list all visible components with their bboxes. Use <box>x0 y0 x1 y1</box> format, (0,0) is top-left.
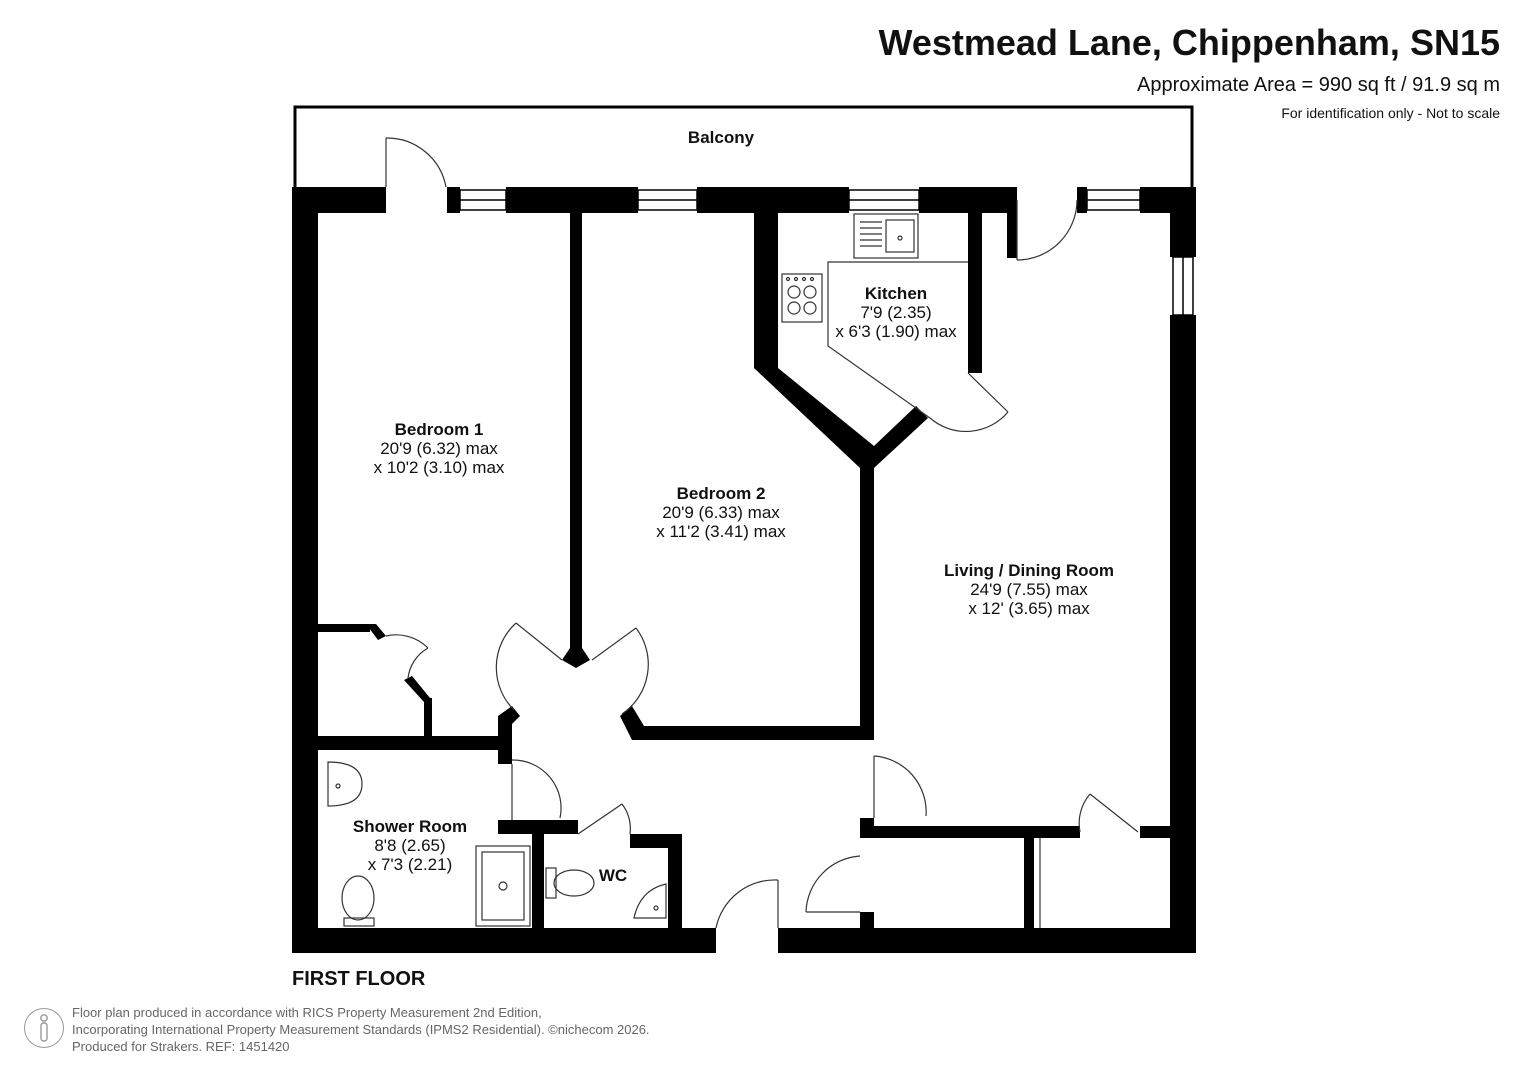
toilet-icon <box>341 875 375 927</box>
room-dim-length: 20'9 (6.33) max <box>662 503 780 522</box>
room-dim-width: x 10'2 (3.10) max <box>373 458 505 477</box>
room-dim-length: 20'9 (6.32) max <box>380 439 498 458</box>
scale-note: For identification only - Not to scale <box>1281 105 1500 121</box>
wc-basin-icon <box>633 883 667 919</box>
room-name: Bedroom 1 <box>394 420 484 439</box>
room-bedroom-2: Bedroom 2 20'9 (6.33) max x 11'2 (3.41) … <box>656 484 786 541</box>
room-dim-width: x 12' (3.65) max <box>968 599 1090 618</box>
sink-icon <box>853 213 919 259</box>
room-dim-width: x 11'2 (3.41) max <box>656 522 786 541</box>
door-swings <box>385 137 1139 929</box>
room-dim-width: x 7'3 (2.21) <box>367 855 453 874</box>
room-wc: WC <box>599 866 627 885</box>
room-bedroom-1: Bedroom 1 20'9 (6.32) max x 10'2 (3.10) … <box>374 420 505 477</box>
page-title: Westmead Lane, Chippenham, SN15 <box>878 22 1501 63</box>
approximate-area: Approximate Area = 990 sq ft / 91.9 sq m <box>1137 74 1500 96</box>
room-balcony: Balcony <box>688 128 754 147</box>
footer-notice: Floor plan produced in accordance with R… <box>72 1004 650 1055</box>
room-living-dining: Living / Dining Room 24'9 (7.55) max x 1… <box>944 561 1114 618</box>
room-name: Bedroom 2 <box>676 484 766 503</box>
hob-icon <box>781 273 823 323</box>
windows <box>459 189 1194 316</box>
room-name: Shower Room <box>352 817 468 836</box>
internal-walls <box>318 213 1170 928</box>
room-name: Living / Dining Room <box>944 561 1114 580</box>
room-dim-length: 7'9 (2.35) <box>860 303 932 322</box>
footer-line-2: Incorporating International Property Mea… <box>72 1022 650 1037</box>
room-dim-width: x 6'3 (1.90) max <box>835 322 957 341</box>
room-name: WC <box>598 866 628 885</box>
room-shower: Shower Room 8'8 (2.65) x 7'3 (2.21) <box>353 817 467 874</box>
person-icon <box>24 1008 64 1048</box>
wc-toilet-icon <box>545 867 595 899</box>
basin-icon <box>327 761 363 807</box>
footer-line-3: Produced for Strakers. REF: 1451420 <box>72 1039 290 1054</box>
room-name: Kitchen <box>864 284 928 303</box>
shower-tray-icon <box>475 845 531 927</box>
floor-label: FIRST FLOOR <box>292 968 426 990</box>
room-dim-length: 24'9 (7.55) max <box>970 580 1088 599</box>
balcony-outline <box>293 105 1194 187</box>
room-dim-length: 8'8 (2.65) <box>374 836 446 855</box>
outer-walls <box>292 187 1196 953</box>
room-kitchen: Kitchen 7'9 (2.35) x 6'3 (1.90) max <box>835 284 956 341</box>
footer-line-1: Floor plan produced in accordance with R… <box>72 1005 542 1020</box>
room-name: Balcony <box>687 128 755 147</box>
